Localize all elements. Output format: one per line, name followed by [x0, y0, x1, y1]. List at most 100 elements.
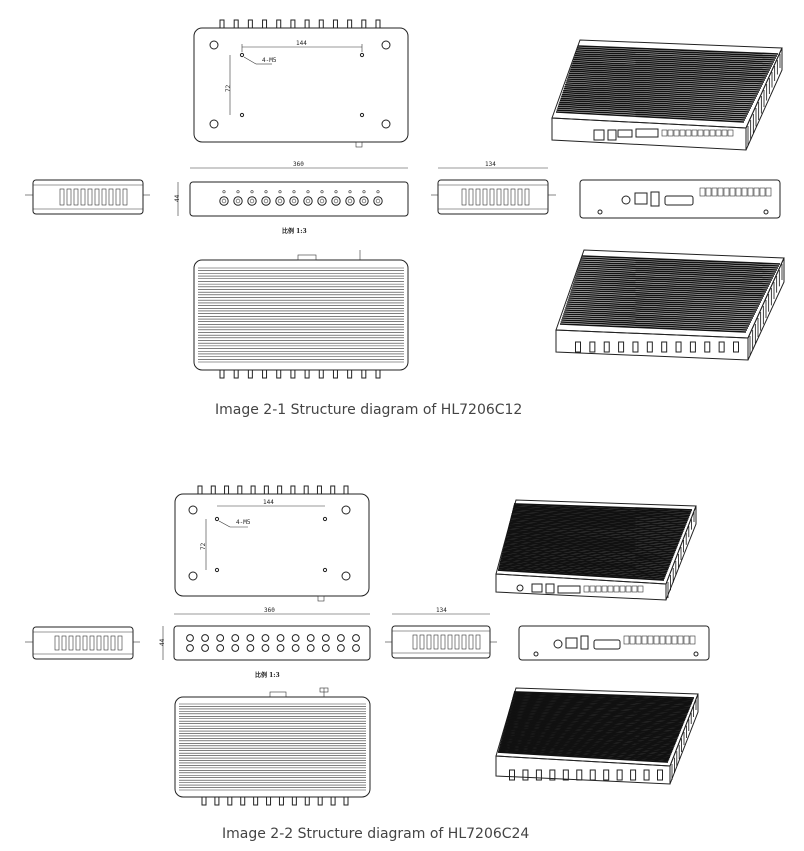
heat-fin — [499, 745, 671, 757]
bnc-connector — [373, 196, 383, 206]
heat-fin — [505, 722, 681, 733]
bnc-connector — [224, 485, 230, 495]
terminal-block-pin — [613, 585, 620, 593]
led-indicator — [236, 190, 240, 194]
heat-fin — [557, 105, 748, 117]
bnc-connector — [618, 341, 625, 353]
heat-fin — [503, 544, 675, 555]
bnc-connector-core — [333, 198, 339, 204]
bnc-connector-core — [249, 198, 255, 204]
bnc-connector — [509, 769, 515, 781]
vent-slot — [489, 188, 495, 206]
bnc-connector — [277, 485, 283, 495]
heat-fin — [501, 739, 674, 751]
bnc-connector — [276, 19, 282, 29]
heat-fin — [511, 700, 691, 709]
terminal-block-pin — [721, 129, 728, 137]
heat-fin — [564, 309, 754, 319]
bnc-connector — [216, 634, 225, 642]
bnc-connector — [253, 796, 259, 806]
heat-fin — [513, 692, 694, 701]
terminal-block-pin — [683, 635, 690, 645]
heat-fin — [565, 307, 755, 317]
bnc-connector — [332, 369, 338, 379]
bnc-connector — [291, 644, 300, 652]
heat-fin — [507, 715, 684, 725]
vent-slot — [82, 635, 88, 651]
heat-fin — [513, 694, 693, 703]
heat-fin — [512, 508, 690, 517]
vent-slot — [68, 635, 74, 651]
bnc-connector — [303, 196, 313, 206]
heat-fin — [507, 531, 681, 541]
bnc-connector — [219, 19, 225, 29]
bnc-connector — [718, 341, 725, 353]
vent-slot — [96, 635, 102, 651]
bnc-connector — [643, 769, 650, 781]
heat-fin — [574, 277, 770, 287]
bnc-connector — [261, 196, 271, 206]
terminal-block-pin — [691, 129, 698, 137]
bnc-connector — [576, 769, 583, 781]
f1-iso-bottom — [555, 249, 785, 361]
heat-fin — [511, 513, 688, 522]
vent-slot — [510, 188, 516, 206]
bnc-connector — [646, 341, 653, 353]
terminal-block-pin — [729, 187, 736, 197]
f1-dim-360: 360 — [293, 161, 304, 168]
bnc-connector — [231, 634, 240, 642]
terminal-block-pin — [667, 129, 674, 137]
heat-fin — [509, 707, 687, 717]
heat-fin — [576, 51, 776, 61]
heat-fin — [509, 522, 684, 532]
terminal-block-pin — [583, 585, 590, 593]
heat-fin — [575, 52, 775, 63]
heat-fin — [578, 267, 775, 277]
f2-left-view — [25, 626, 140, 660]
bnc-connector — [330, 796, 336, 806]
bnc-connector — [247, 369, 253, 379]
bnc-connector-core — [235, 198, 241, 204]
vent-slot — [419, 634, 425, 650]
vent-slot — [433, 634, 439, 650]
bnc-connector — [290, 19, 296, 29]
led-indicator — [362, 190, 366, 194]
heat-fin — [580, 259, 779, 269]
heat-fin — [505, 724, 680, 735]
heat-fin — [512, 509, 690, 518]
heat-fin — [511, 701, 690, 711]
heat-fin — [557, 107, 747, 119]
heat-fin — [498, 565, 666, 578]
heat-fin — [507, 713, 685, 723]
bnc-connector — [375, 19, 381, 29]
vent-slot — [110, 635, 116, 651]
bnc-connector — [201, 796, 207, 806]
bnc-connector-core — [361, 198, 367, 204]
led-indicator — [334, 190, 338, 194]
bnc-connector — [233, 19, 239, 29]
heat-fin — [506, 719, 682, 730]
f1-bottom-view — [193, 250, 409, 379]
f2-dim-144: 144 — [263, 499, 274, 506]
bnc-connector — [330, 485, 336, 495]
heat-fin — [512, 695, 693, 704]
bnc-connector — [250, 485, 256, 495]
bnc-connector — [630, 769, 637, 781]
terminal-block-pin — [709, 129, 716, 137]
heat-fin — [502, 549, 673, 560]
bnc-connector — [343, 485, 349, 495]
terminal-block-pin — [619, 585, 626, 593]
bnc-connector — [197, 485, 203, 495]
heat-fin — [565, 84, 759, 95]
bnc-connector — [321, 644, 330, 652]
terminal-block-pin — [607, 585, 614, 593]
bnc-connector — [306, 634, 315, 642]
heat-fin — [506, 718, 683, 728]
heat-fin — [499, 743, 672, 755]
bnc-connector — [331, 196, 341, 206]
f1-dim-144: 144 — [296, 40, 307, 47]
heat-fin — [565, 305, 756, 315]
heat-fin — [511, 698, 691, 707]
bnc-connector — [603, 341, 610, 353]
heat-fin — [502, 550, 672, 562]
